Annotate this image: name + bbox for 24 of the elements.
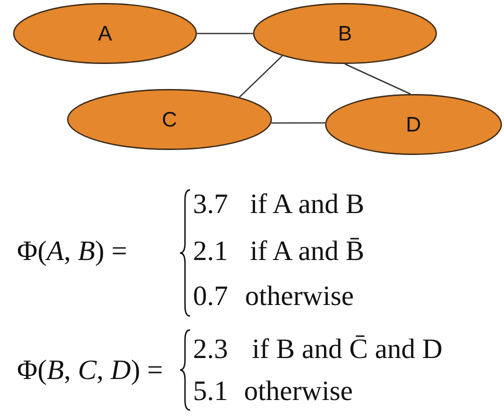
formula-case: 2.3 (193, 334, 228, 366)
connector-line (197, 32, 253, 34)
variable-node (325, 94, 502, 155)
formula-case: 5.1 (193, 376, 228, 408)
formula-case: 2.1 (193, 236, 228, 268)
connector-line (344, 63, 411, 95)
node-label: A (98, 22, 112, 46)
formula-lhs: Φ(B, C, D) = (17, 355, 163, 387)
formula-case: 0.7 (193, 281, 228, 313)
variable-node (253, 3, 437, 64)
variable-node (67, 89, 272, 150)
node-label: C (162, 108, 178, 132)
formula-case: 3.7 (193, 189, 228, 221)
formula-case: if A and B (250, 189, 364, 221)
formula-case: if B and C̄ and D (252, 334, 443, 366)
node-label: B (338, 22, 352, 46)
variable-node (13, 3, 197, 64)
formula-case: otherwise (245, 281, 354, 313)
formula-case: if A and B̄ (250, 236, 364, 268)
formula-case: otherwise (244, 376, 353, 408)
connector-line (271, 122, 326, 124)
node-label: D (406, 112, 422, 136)
connector-line (238, 55, 283, 98)
formula-lhs: Φ(A, B) = (17, 236, 128, 268)
